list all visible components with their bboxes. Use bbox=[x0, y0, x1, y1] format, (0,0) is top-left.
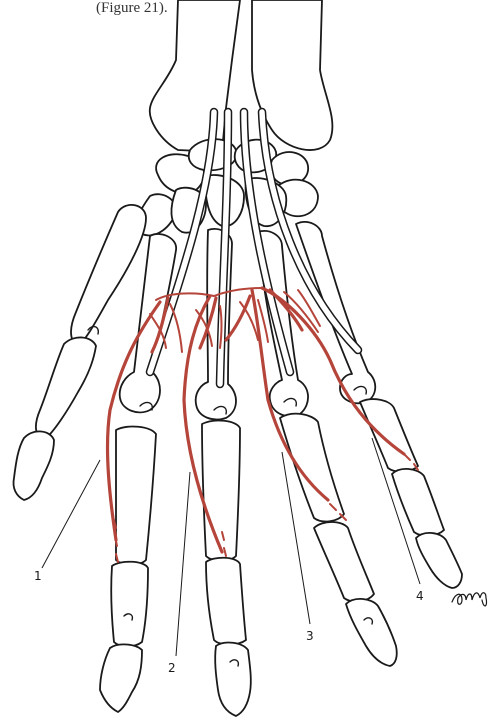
caption-fragment: (Figure 21). bbox=[96, 0, 168, 17]
label-3: 3 bbox=[306, 629, 314, 643]
middle-finger-bones bbox=[202, 421, 251, 716]
label-1: 1 bbox=[34, 569, 42, 583]
label-4: 4 bbox=[416, 589, 424, 603]
label-2: 2 bbox=[168, 661, 176, 675]
artist-signature bbox=[452, 593, 487, 606]
little-finger-bones bbox=[360, 399, 462, 588]
ring-finger-bones bbox=[280, 414, 397, 666]
